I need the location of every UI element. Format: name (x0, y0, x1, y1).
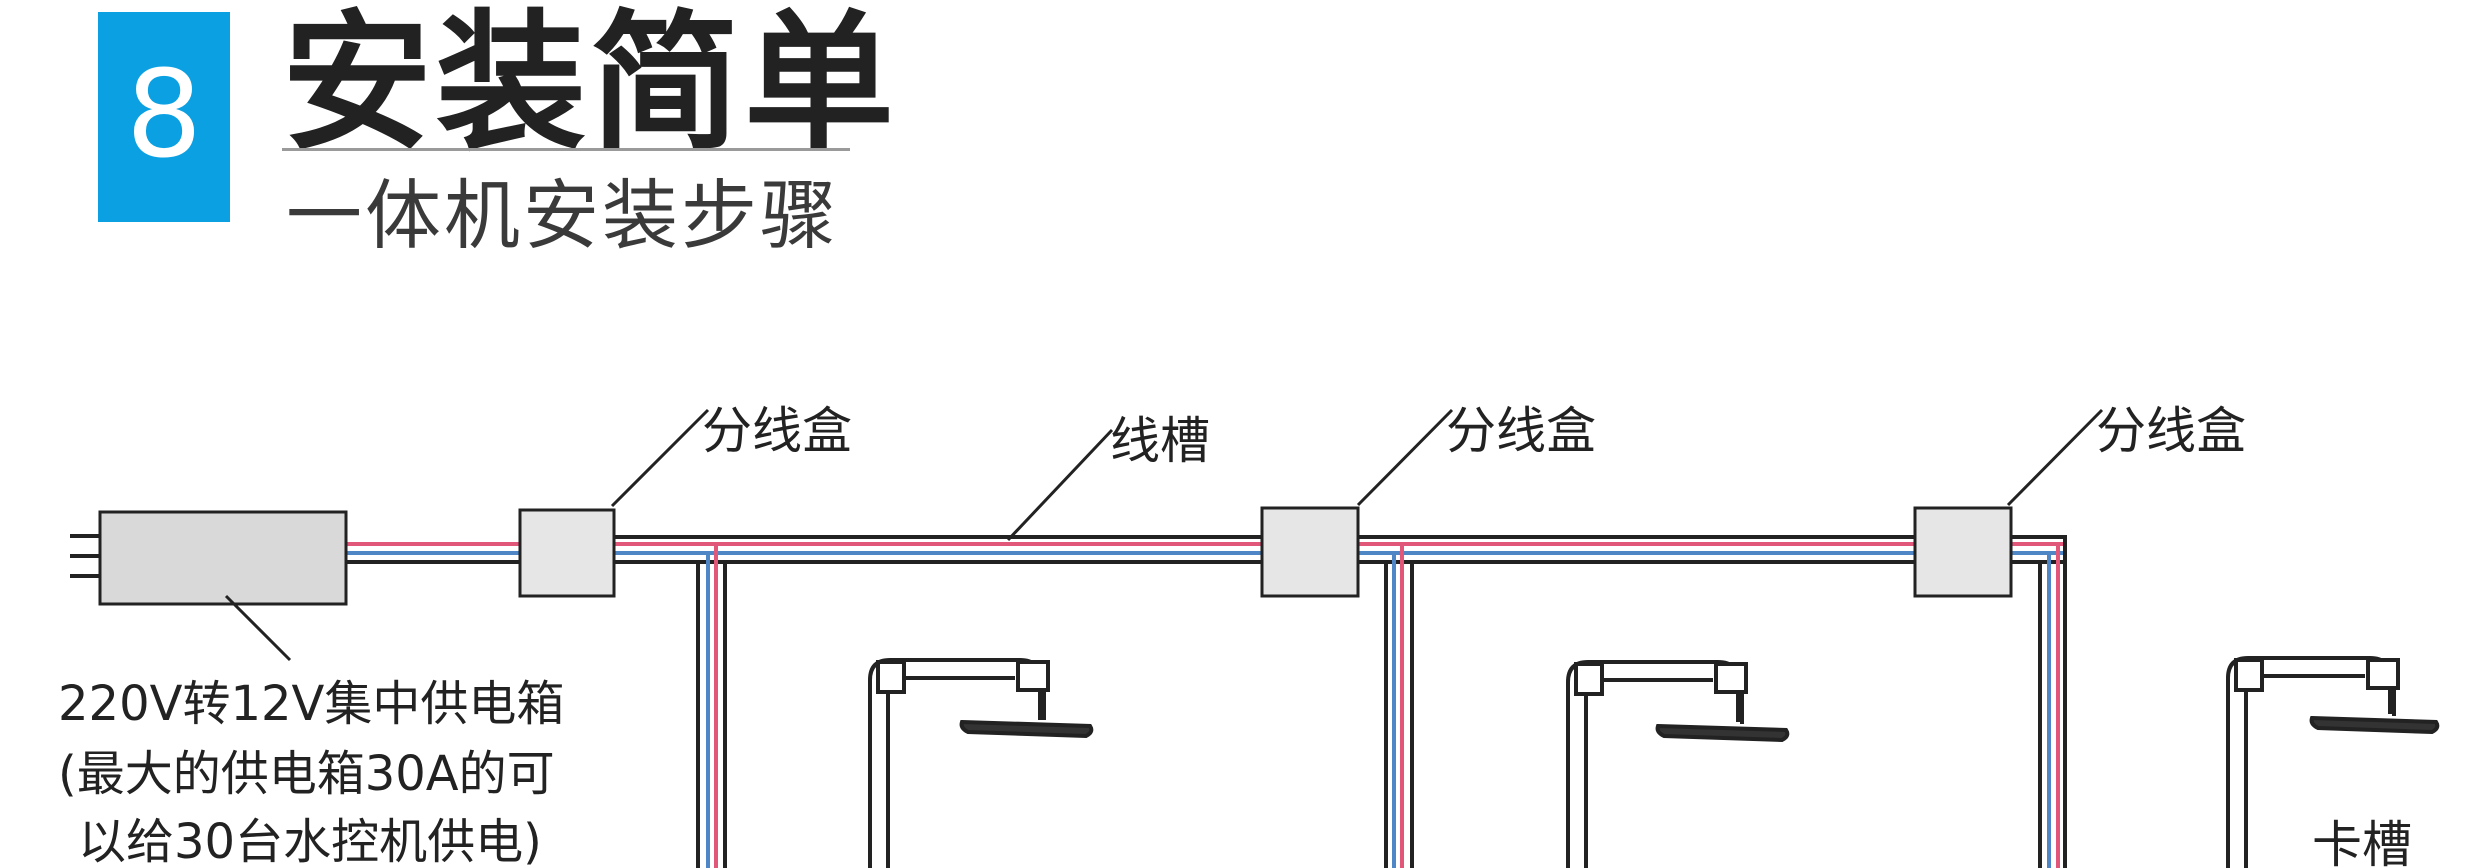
right-riser-wires (2000, 535, 2067, 868)
junction-box-3 (1913, 506, 2013, 598)
power-box-note-line-1: 220V转12V集中供电箱 (58, 676, 564, 732)
step-number-badge: 8 (98, 12, 230, 222)
riser-wires-2 (1380, 542, 1414, 868)
step-number: 8 (125, 46, 203, 185)
shower-head-icon-3 (2226, 656, 2440, 868)
shower-head-icon-2 (1566, 660, 1790, 868)
junction-box-2 (1260, 506, 1360, 598)
clip-slot-label: 卡槽 (2312, 816, 2412, 868)
junction-box-label-1: 分线盒 (702, 402, 852, 460)
main-wire-trunk (345, 542, 2065, 564)
power-plug-icon (70, 534, 100, 578)
junction-box-1 (518, 508, 616, 598)
riser-wires-1 (690, 542, 727, 868)
power-box-leader (224, 594, 292, 662)
junction-box-label-3: 分线盒 (2096, 402, 2246, 460)
junction-box-label-2: 分线盒 (1446, 402, 1596, 460)
power-box-note-line-2: (最大的供电箱30A的可 (58, 746, 555, 802)
shower-head-icon-1 (868, 658, 1094, 868)
page-subtitle: 一体机安装步骤 (286, 171, 839, 260)
label-leaders (610, 408, 2104, 542)
title-divider (282, 148, 850, 151)
power-box-note-line-3: 以给30台水控机供电) (78, 814, 542, 868)
trunking-label: 线槽 (1110, 412, 1210, 470)
page-title: 安装简单 (282, 0, 899, 171)
power-supply-box (98, 510, 348, 606)
